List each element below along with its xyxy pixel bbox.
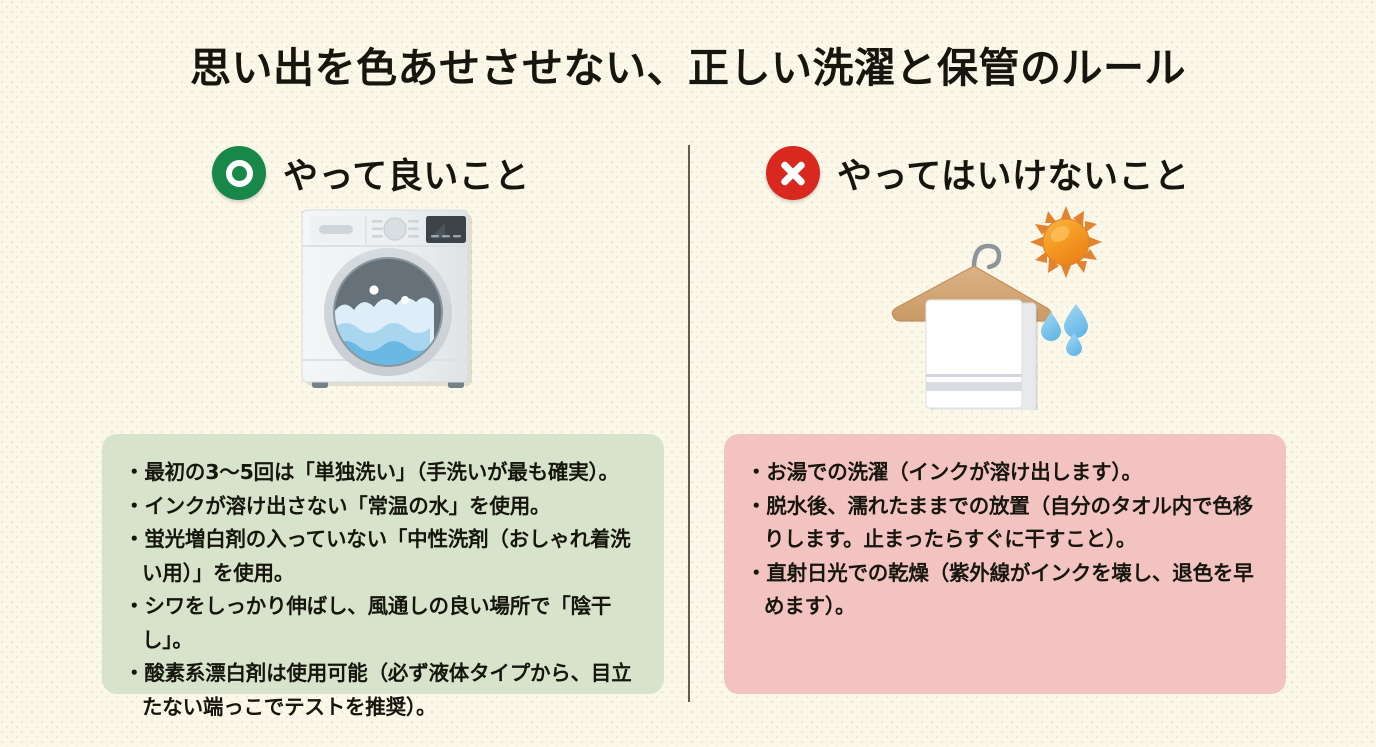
column-dont-heading: やってはいけないこと: [837, 156, 1190, 197]
column-do-heading: やって良いこと: [283, 156, 530, 197]
dont-list-card: お湯での洗濯（インクが溶け出します）。 脱水後、濡れたままでの放置（自分のタオル…: [724, 434, 1286, 694]
towel-icon: [925, 299, 1038, 416]
list-item: 酸素系漂白剤は使用可能（必ず液体タイプから、目立たない端っこでテストを推奨）。: [124, 657, 640, 724]
column-dont: やってはいけないこと: [700, 138, 1340, 708]
list-item: 直射日光での乾燥（紫外線がインクを壊し、退色を早めます）。: [746, 557, 1262, 624]
hanging-towel-sun-illustration: [870, 200, 1120, 416]
water-drops-icon: [1041, 304, 1088, 356]
column-do: やって良いこと: [38, 138, 678, 719]
washing-machine-illustration: [288, 200, 488, 400]
do-list: 最初の3〜5回は「単独洗い」（手洗いが最も確実）。 インクが溶け出さない「常温の…: [124, 456, 640, 724]
list-item: 最初の3〜5回は「単独洗い」（手洗いが最も確実）。: [124, 456, 640, 490]
column-dont-header: やってはいけないこと: [766, 146, 1190, 200]
list-item: インクが溶け出さない「常温の水」を使用。: [124, 490, 640, 524]
circle-ok-icon: [212, 146, 266, 200]
do-list-card: 最初の3〜5回は「単独洗い」（手洗いが最も確実）。 インクが溶け出さない「常温の…: [102, 434, 664, 719]
list-item: シワをしっかり伸ばし、風通しの良い場所で「陰干し」。: [124, 590, 640, 657]
column-do-header: やって良いこと: [212, 146, 530, 200]
list-item: 蛍光増白剤の入っていない「中性洗剤（おしゃれ着洗い用）」を使用。: [124, 523, 640, 590]
dont-list: お湯での洗濯（インクが溶け出します）。 脱水後、濡れたままでの放置（自分のタオル…: [746, 456, 1262, 624]
sun-icon: [1030, 206, 1102, 278]
page-title: 思い出を色あせさせない、正しい洗濯と保管のルール: [190, 44, 1186, 92]
list-item: 脱水後、濡れたままでの放置（自分のタオル内で色移りします。止まったらすぐに干すこ…: [746, 490, 1262, 557]
circle-x-icon: [766, 146, 820, 200]
list-item: お湯での洗濯（インクが溶け出します）。: [746, 456, 1262, 490]
column-divider: [688, 145, 690, 702]
